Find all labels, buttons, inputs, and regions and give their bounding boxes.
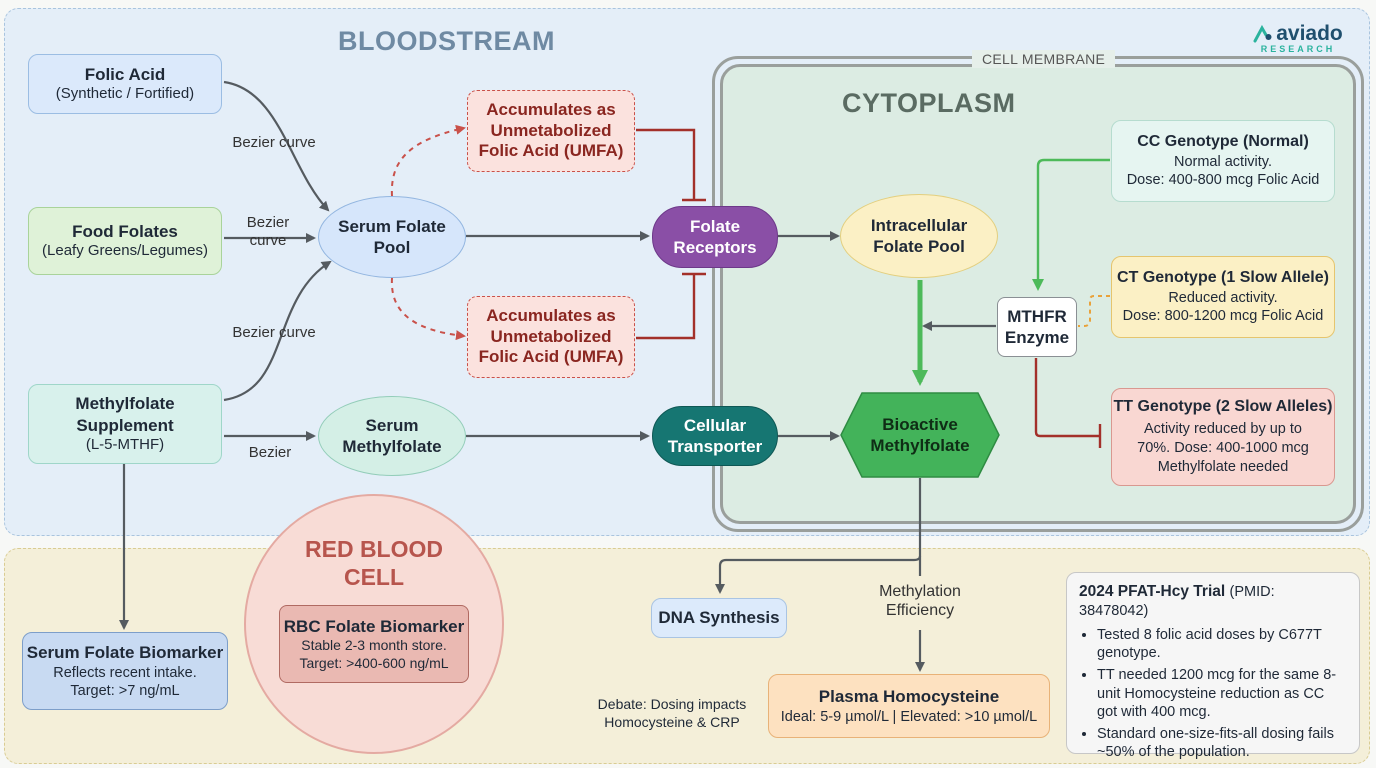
serum-folate-pool: Serum Folate Pool [318, 196, 466, 278]
cc-genotype-desc: Normal activity. [1173, 153, 1273, 170]
methylfolate-title: Methylfolate Supplement [75, 394, 175, 435]
logo-name: aviado [1276, 22, 1343, 45]
tt-genotype: TT Genotype (2 Slow Alleles) Activity re… [1111, 388, 1335, 486]
folic-acid-source: Folic Acid (Synthetic / Fortified) [28, 54, 222, 114]
homocysteine-sub: Ideal: 5-9 µmol/L | Elevated: >10 µmol/L [780, 708, 1038, 725]
edge-bioactive-down [715, 478, 922, 594]
logo-tagline: RESEARCH [1260, 44, 1336, 54]
ct-genotype: CT Genotype (1 Slow Allele) Reduced acti… [1111, 256, 1335, 338]
aviado-logo: aviado RESEARCH [1248, 22, 1348, 54]
label-methylation-efficiency: Methylation Efficiency [858, 582, 982, 621]
rbc-folate-biomarker: RBC Folate Biomarker Stable 2-3 month st… [279, 605, 469, 683]
label-bezier-curve-3: Bezier curve [232, 324, 316, 341]
tt-genotype-desc: Activity reduced by up to 70%. Dose: 400… [1137, 421, 1309, 475]
edge-methyl-to-serum [223, 260, 332, 402]
bloodstream-title: BLOODSTREAM [338, 26, 555, 56]
methylfolate-sub: (L-5-MTHF) [85, 435, 165, 453]
food-folates-title: Food Folates [72, 222, 178, 241]
rbc-biomarker-line2: Target: >400-600 ng/mL [299, 654, 449, 671]
bioactive-methylfolate-label: Bioactive Methylfolate [870, 414, 970, 455]
ct-genotype-dose: Dose: 800-1200 mcg Folic Acid [1122, 308, 1324, 325]
serum-biomarker-line2: Target: >7 ng/mL [70, 682, 180, 699]
cell-membrane-label: CELL MEMBRANE [972, 50, 1116, 68]
cellular-transporter-label: Cellular Transporter [667, 415, 763, 456]
food-folates-source: Food Folates (Leafy Greens/Legumes) [28, 207, 222, 275]
homocysteine-title: Plasma Homocysteine [818, 687, 1000, 707]
food-folates-sub: (Leafy Greens/Legumes) [42, 242, 208, 260]
edge-ct-to-mthfr [1078, 295, 1110, 327]
edge-serum-to-umfa-bottom [390, 277, 466, 341]
serum-folate-biomarker: Serum Folate Biomarker Reflects recent i… [22, 632, 228, 710]
serum-biomarker-line1: Reflects recent intake. [53, 664, 197, 681]
cellular-transporter: Cellular Transporter [652, 406, 778, 466]
intracellular-folate-pool: Intracellular Folate Pool [840, 194, 998, 278]
dna-synthesis-label: DNA Synthesis [658, 608, 780, 628]
trial-bullet: TT needed 1200 mcg for the same 8-unit H… [1097, 666, 1347, 720]
trial-bullets: Tested 8 folic acid doses by C677T genot… [1079, 626, 1347, 761]
edge-serum-to-umfa-top [390, 124, 466, 197]
umfa-bottom-label: Accumulates as Unmetabolized Folic Acid … [478, 306, 624, 367]
label-bezier-curve-1: Bezier curve [232, 134, 316, 151]
folate-receptors-label: Folate Receptors [673, 216, 757, 257]
edge-folic-to-serum [223, 80, 330, 212]
mthfr-enzyme-label: MTHFR Enzyme [1004, 306, 1070, 347]
mthfr-enzyme: MTHFR Enzyme [997, 297, 1077, 357]
serum-biomarker-title: Serum Folate Biomarker [26, 643, 224, 663]
folate-receptors: Folate Receptors [652, 206, 778, 268]
cc-genotype-dose: Dose: 400-800 mcg Folic Acid [1126, 172, 1320, 189]
debate-note: Debate: Dosing impacts Homocysteine & CR… [597, 696, 747, 730]
inhibit-mthfr-tt [1034, 358, 1100, 438]
umfa-top: Accumulates as Unmetabolized Folic Acid … [467, 90, 635, 172]
ct-genotype-title: CT Genotype (1 Slow Allele) [1117, 268, 1329, 286]
folic-acid-title: Folic Acid [84, 65, 166, 84]
trial-bullet: Standard one-size-fits-all dosing fails … [1097, 725, 1347, 761]
trial-title: 2024 PFAT-Hcy Trial [1079, 583, 1226, 600]
trial-pmid: (PMID: 38478042) [1079, 584, 1275, 619]
cc-genotype: CC Genotype (Normal) Normal activity. Do… [1111, 120, 1335, 202]
folic-acid-sub: (Synthetic / Fortified) [55, 85, 195, 103]
tt-genotype-title: TT Genotype (2 Slow Alleles) [1113, 398, 1333, 416]
inhibit-umfa-bottom [636, 274, 696, 340]
label-bezier: Bezier [248, 444, 292, 461]
dna-synthesis: DNA Synthesis [651, 598, 787, 638]
intracellular-folate-pool-label: Intracellular Folate Pool [870, 215, 968, 256]
serum-methylfolate: Serum Methylfolate [318, 396, 466, 476]
bioactive-methylfolate-shape [840, 392, 1000, 478]
cytoplasm-title: CYTOPLASM [842, 88, 1016, 118]
label-bezier-curve-2: Bezier curve [246, 214, 290, 249]
methylfolate-source: Methylfolate Supplement (L-5-MTHF) [28, 384, 222, 464]
edge-cc-to-mthfr [1032, 158, 1110, 291]
serum-methylfolate-label: Serum Methylfolate [342, 415, 442, 456]
logo-icon [1253, 25, 1272, 43]
pfat-hcy-trial: 2024 PFAT-Hcy Trial (PMID: 38478042) Tes… [1066, 572, 1360, 760]
plasma-homocysteine: Plasma Homocysteine Ideal: 5-9 µmol/L | … [768, 674, 1050, 738]
rbc-biomarker-title: RBC Folate Biomarker [283, 616, 465, 636]
trial-bullet: Tested 8 folic acid doses by C677T genot… [1097, 626, 1347, 662]
bioactive-methylfolate: Bioactive Methylfolate [860, 392, 980, 478]
ct-genotype-desc: Reduced activity. [1168, 289, 1278, 306]
umfa-top-label: Accumulates as Unmetabolized Folic Acid … [478, 100, 624, 161]
umfa-bottom: Accumulates as Unmetabolized Folic Acid … [467, 296, 635, 378]
rbc-title: RED BLOOD CELL [305, 536, 443, 590]
rbc-biomarker-line1: Stable 2-3 month store. [301, 637, 447, 654]
cc-genotype-title: CC Genotype (Normal) [1137, 132, 1309, 150]
serum-folate-pool-label: Serum Folate Pool [338, 216, 446, 257]
inhibit-umfa-top [636, 128, 696, 200]
